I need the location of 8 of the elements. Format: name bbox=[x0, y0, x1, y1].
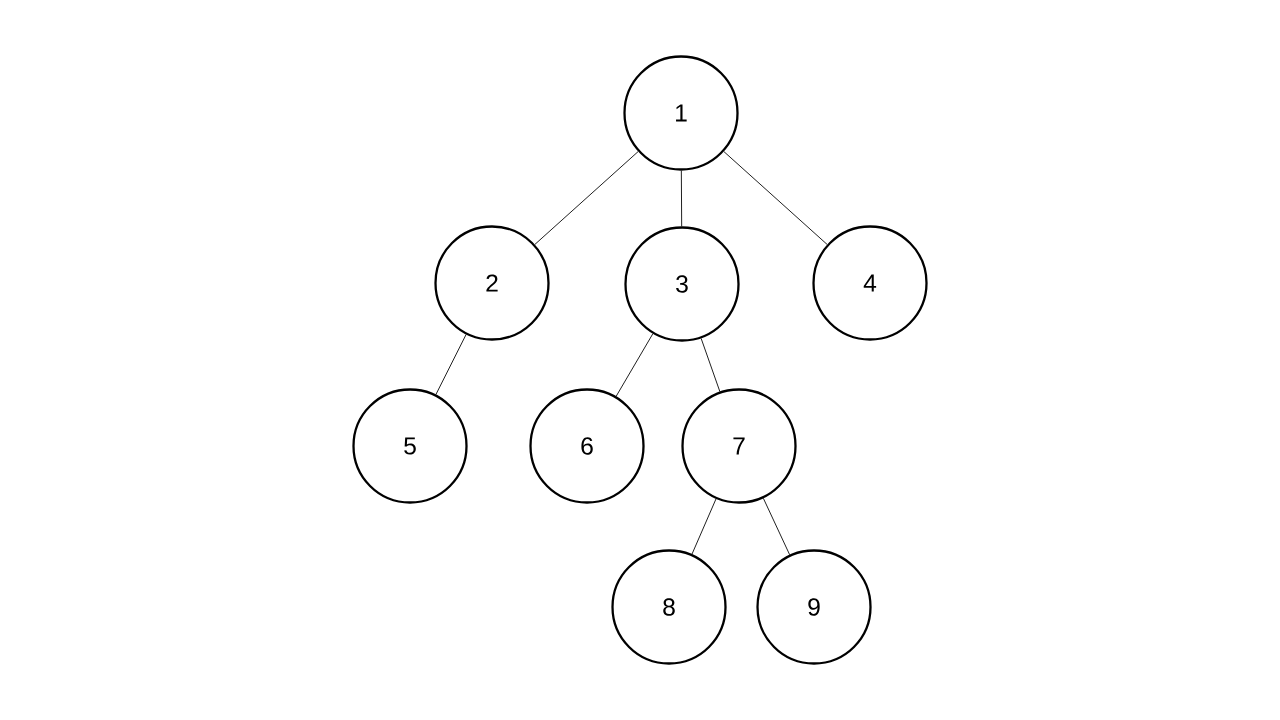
connector-line bbox=[615, 333, 654, 397]
connector-line bbox=[534, 151, 639, 245]
connector-line bbox=[435, 334, 467, 395]
connector-line bbox=[723, 151, 828, 245]
connector-line bbox=[700, 337, 721, 393]
connector-line bbox=[691, 498, 717, 555]
connector-line bbox=[762, 497, 791, 556]
connector-line bbox=[680, 170, 683, 227]
